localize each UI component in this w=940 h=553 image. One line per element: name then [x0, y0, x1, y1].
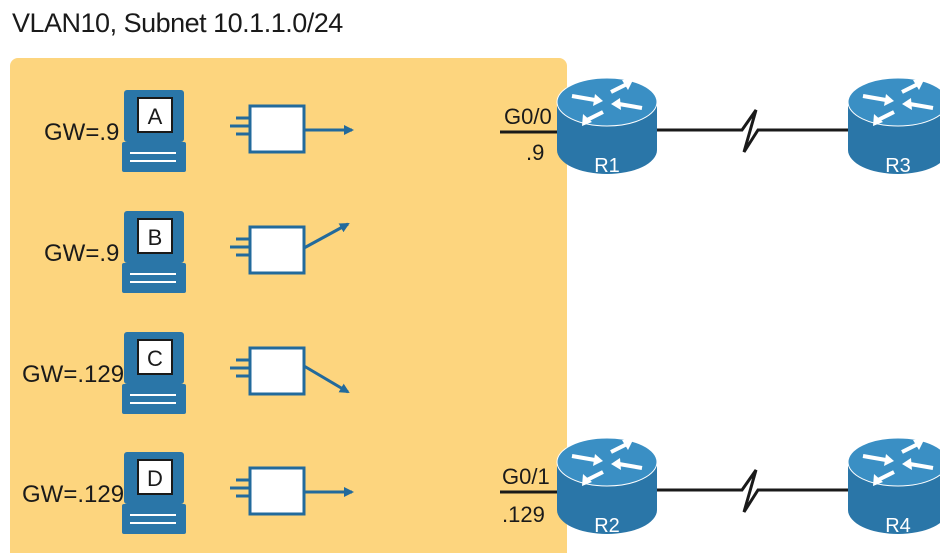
arrow-b [303, 222, 350, 250]
arrow-c [303, 364, 350, 394]
router-r4: R4 [847, 437, 940, 537]
host-b-gateway-label: GW=.9 [44, 240, 119, 267]
router-r1: R1 [556, 77, 658, 177]
host-c-gateway-label: GW=.129 [22, 361, 124, 388]
host-a: GW=.9 A [44, 90, 354, 172]
host-c-letter: C [147, 346, 163, 371]
diagram-title: VLAN10, Subnet 10.1.1.0/24 [12, 8, 343, 38]
router-r4-label: R4 [885, 515, 911, 537]
host-a-letter: A [148, 104, 163, 129]
host-b: GW=.9 B [44, 211, 350, 293]
r2-interface-label: G0/1 [502, 464, 550, 489]
pc-d-icon: D [122, 452, 186, 534]
host-a-gateway-label: GW=.9 [44, 119, 119, 146]
wan-link-r2-r4 [655, 469, 848, 513]
frame-c-icon [230, 346, 306, 396]
pc-a-icon: A [122, 90, 186, 172]
host-b-letter: B [148, 225, 163, 250]
r1-interface-label: G0/0 [504, 104, 552, 129]
pc-b-icon: B [122, 211, 186, 293]
router-r3-label: R3 [885, 155, 911, 177]
router-r2-icon [556, 437, 658, 534]
host-d-gateway-label: GW=.129 [22, 481, 124, 508]
wan-link-r1-r3 [655, 109, 848, 153]
router-r1-icon [556, 77, 658, 174]
router-r1-label: R1 [594, 155, 620, 177]
router-r2: R2 [556, 437, 658, 537]
host-d: GW=.129 D [22, 452, 354, 534]
router-r3: R3 [847, 77, 940, 177]
frame-d-icon [230, 466, 306, 516]
router-r2-label: R2 [594, 515, 620, 537]
r1-address-label: .9 [526, 140, 544, 165]
pc-c-icon: C [122, 332, 186, 414]
router-r4-icon [847, 437, 940, 534]
host-c: GW=.129 C [22, 332, 350, 414]
r2-address-label: .129 [502, 502, 545, 527]
frame-b-icon [230, 225, 306, 275]
host-d-letter: D [147, 466, 163, 491]
router-r3-icon [847, 77, 940, 174]
frame-a-icon [230, 104, 306, 154]
